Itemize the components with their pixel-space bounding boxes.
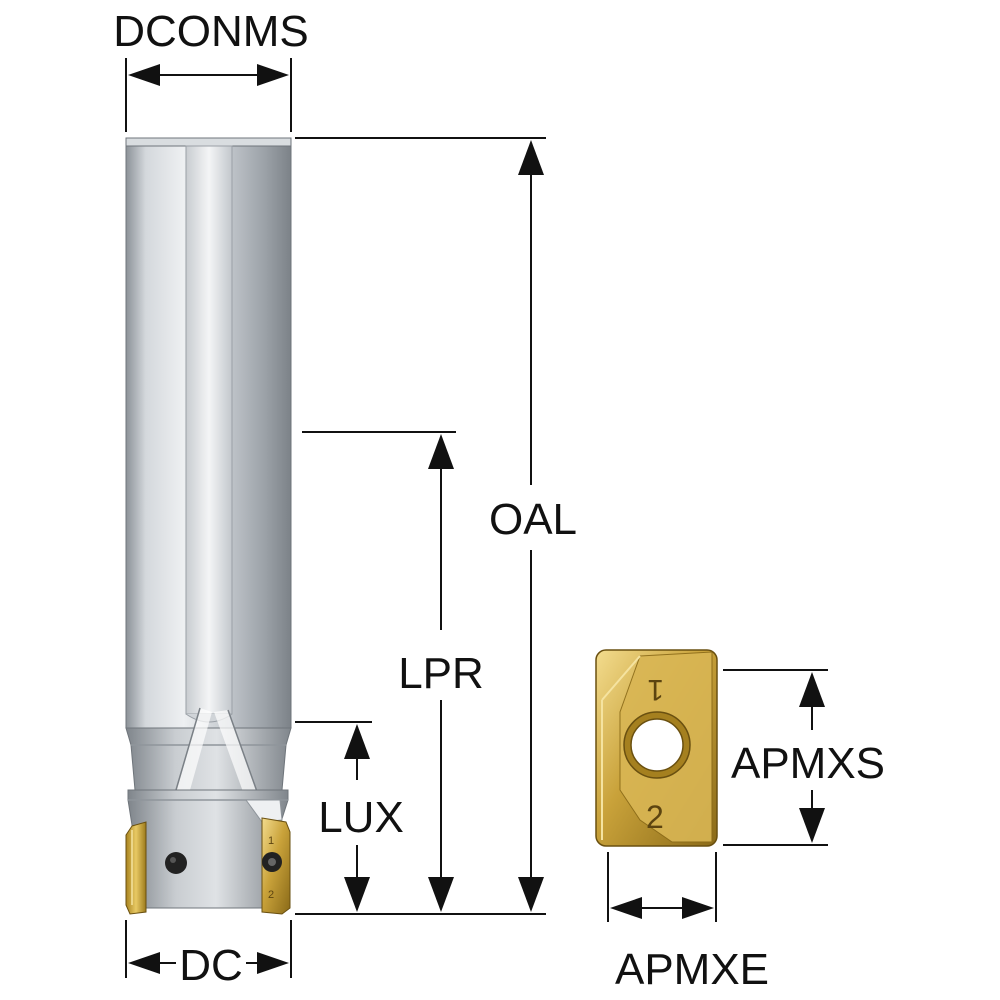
lux-arrow-top <box>344 724 370 759</box>
dimension-lines <box>125 58 828 978</box>
dc-arrow-left <box>128 952 160 974</box>
flute-groove-left <box>176 708 212 790</box>
apmxs-arrow-bottom <box>799 808 825 843</box>
label-apmxe: APMXE <box>615 945 769 994</box>
label-lux: LUX <box>318 793 404 842</box>
lpr-arrow-bottom <box>428 877 454 912</box>
dimension-labels: DCONMS OAL LPR LUX DC APMXS APMXE <box>113 7 885 994</box>
label-apmxs: APMXS <box>731 739 885 788</box>
label-dc: DC <box>179 941 243 990</box>
lux-arrow-bottom <box>344 877 370 912</box>
shank-top-chamfer <box>125 137 292 147</box>
dc-arrow-right <box>257 952 289 974</box>
flute-groove-right <box>214 710 260 800</box>
right-insert-mark-1: 1 <box>268 835 274 847</box>
dconms-arrow-right <box>257 64 289 86</box>
coolant-hole <box>165 852 187 874</box>
label-dconms: DCONMS <box>113 7 309 56</box>
insert-mark-1: 1 <box>647 673 664 706</box>
oal-arrow-top <box>518 140 544 175</box>
chip-pocket <box>245 799 283 823</box>
tool-body: 1 2 <box>125 137 292 915</box>
right-insert-mark-2: 2 <box>268 889 274 901</box>
apmxe-arrow-left <box>610 897 642 919</box>
label-lpr: LPR <box>398 649 484 698</box>
insert-mark-2: 2 <box>646 799 664 835</box>
left-insert <box>125 821 147 915</box>
apmxs-arrow-top <box>799 672 825 707</box>
clamping-flat <box>185 145 233 715</box>
dconms-arrow-left <box>128 64 160 86</box>
label-oal: OAL <box>489 495 577 544</box>
lpr-arrow-top <box>428 434 454 469</box>
insert-detail: 1 2 <box>595 649 718 847</box>
oal-arrow-bottom <box>518 877 544 912</box>
right-insert: 1 2 <box>261 817 291 915</box>
apmxe-arrow-right <box>682 897 714 919</box>
neck <box>125 727 292 791</box>
